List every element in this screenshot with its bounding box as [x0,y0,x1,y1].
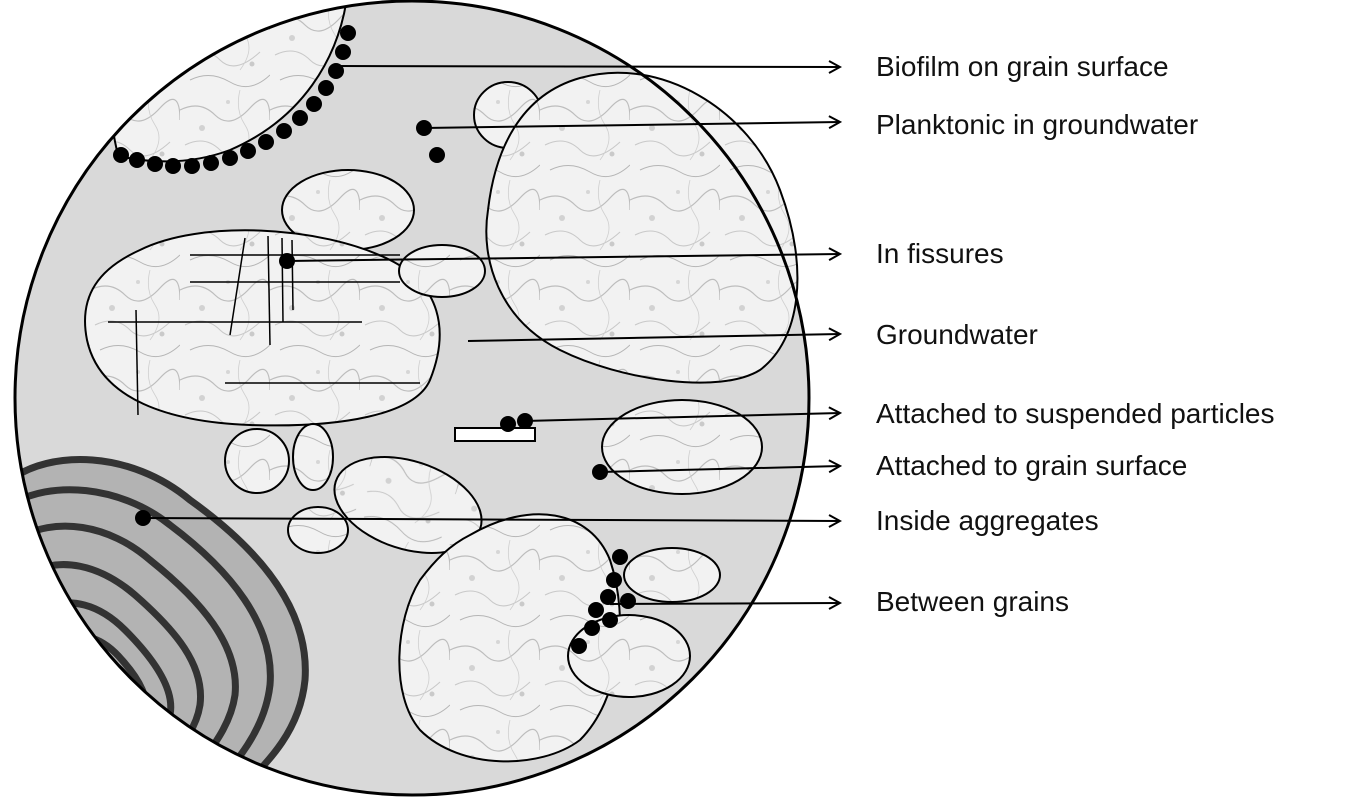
label-grain-surface: Attached to grain surface [876,450,1187,482]
label-between-grains: Between grains [876,586,1069,618]
label-groundwater: Groundwater [876,319,1038,351]
label-aggregates: Inside aggregates [876,505,1099,537]
between-cell [600,589,616,605]
between-cell [588,602,604,618]
between-cell [602,612,618,628]
label-suspended-particles: Attached to suspended particles [876,398,1274,430]
grain-small-mid [399,245,485,297]
between-cell [606,572,622,588]
planktonic-cell [429,147,445,163]
label-planktonic: Planktonic in groundwater [876,109,1198,141]
suspended-cell [500,416,516,432]
arrow-biofilm [336,66,840,67]
label-biofilm: Biofilm on grain surface [876,51,1169,83]
arrow-between [610,603,840,604]
grain-narrow [293,424,333,490]
label-fissures: In fissures [876,238,1004,270]
between-cell [620,593,636,609]
between-cell [612,549,628,565]
suspended-particle [455,428,535,441]
between-cell [571,638,587,654]
between-cell [584,620,600,636]
grain-right-mid [602,400,762,494]
grain-small-low [288,507,348,553]
grain-round-left [225,429,289,493]
grain-pair-top [624,548,720,602]
